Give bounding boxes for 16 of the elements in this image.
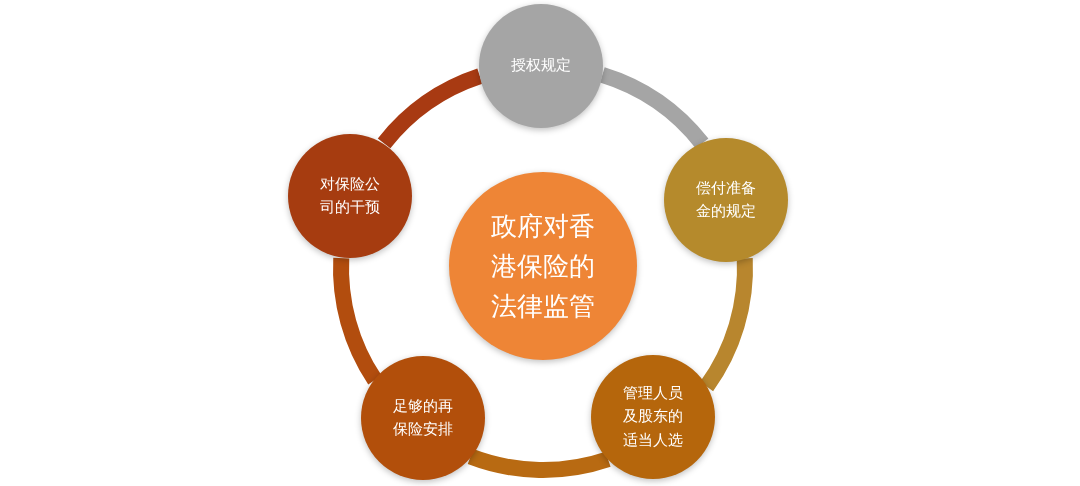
topic-circle — [664, 138, 788, 262]
ring-arc — [599, 67, 709, 149]
ring-arc — [468, 448, 611, 478]
ring-arc — [333, 258, 382, 385]
circle-label: 对保险公司的干预 — [319, 173, 381, 218]
ring-arc — [699, 258, 753, 391]
circle-label: 授权规定 — [510, 55, 572, 77]
ring-arc — [378, 68, 483, 149]
circle-label: 偿付准备金的规定 — [695, 177, 757, 222]
topic-circle — [479, 4, 603, 128]
topic-circle — [288, 134, 412, 258]
circle-label: 足够的再保险安排 — [392, 395, 454, 440]
circle-label: 管理人员及股东的适当人选 — [622, 383, 684, 451]
topic-circle — [361, 356, 485, 480]
central-title: 政府对香港保险的法律监管 — [490, 209, 596, 324]
topic-circle — [591, 355, 715, 479]
